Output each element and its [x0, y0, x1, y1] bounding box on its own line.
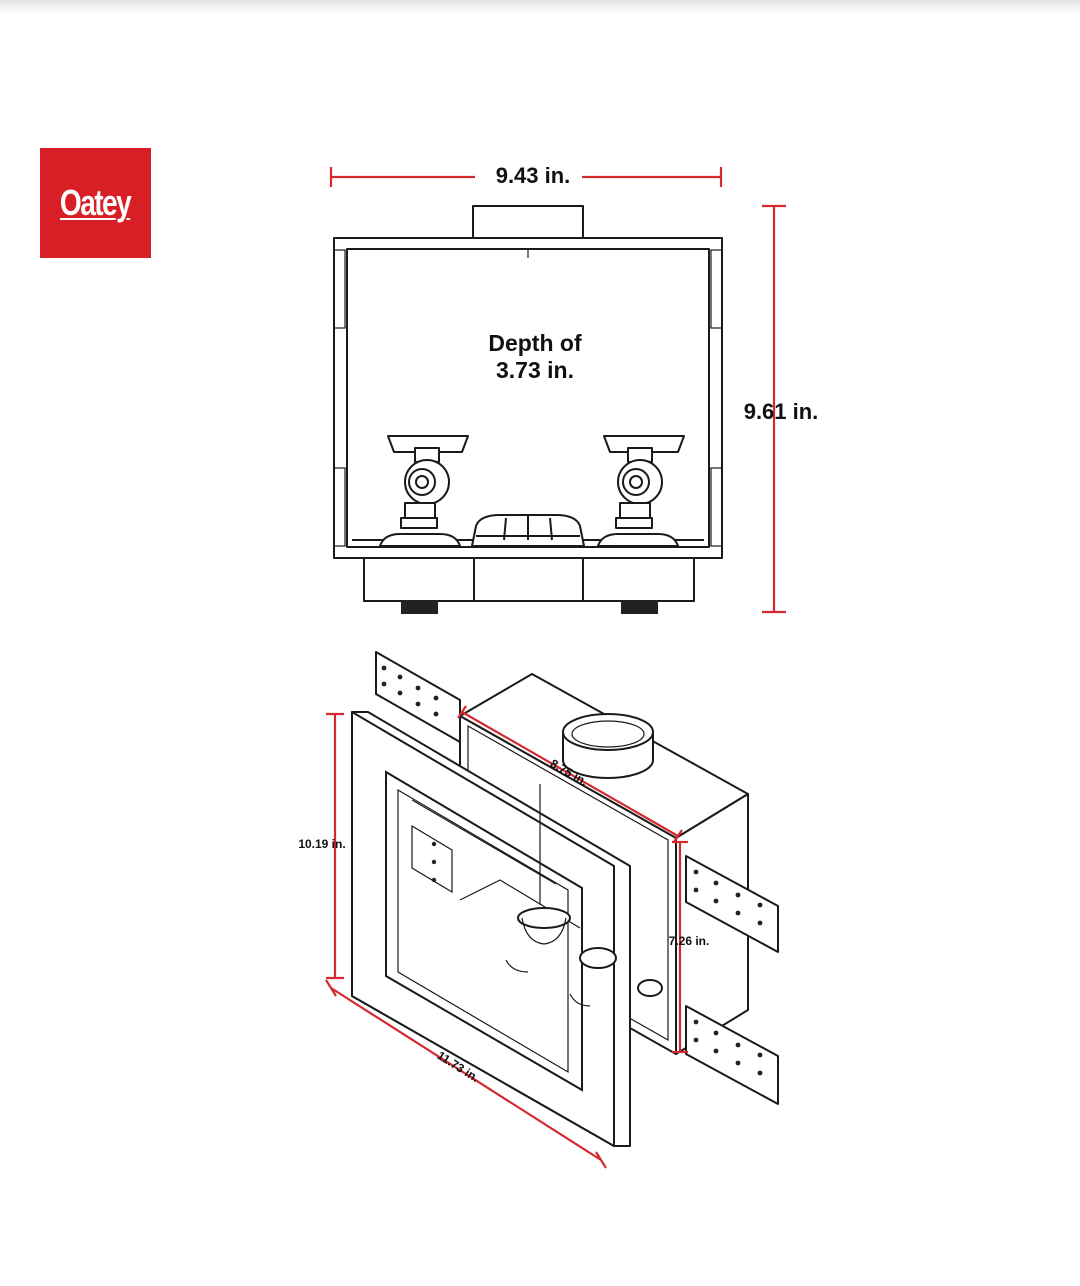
- frame-height-label: 10.19 in.: [298, 837, 345, 851]
- trim-frame: [351, 711, 663, 1147]
- right-valve: [597, 435, 685, 547]
- depth-label-line2: 3.73 in.: [496, 357, 574, 383]
- bottom-lip: [363, 554, 695, 602]
- bracket-left-bottom: [333, 467, 346, 547]
- left-connector: [401, 600, 438, 614]
- box-width-dimension: [457, 705, 683, 843]
- left-valve: [379, 435, 469, 547]
- right-connector: [621, 600, 658, 614]
- height-dimension: [762, 204, 786, 614]
- bracket-left-top: [333, 249, 346, 329]
- strap-right-top: [685, 855, 779, 953]
- box-drain-ring: [562, 713, 654, 779]
- frame-height-dimension: [326, 712, 344, 980]
- width-label: 9.43 in.: [496, 163, 571, 188]
- bracket-right-top: [710, 249, 723, 329]
- outer-flange: [333, 237, 723, 559]
- depth-label-line1: Depth of: [488, 330, 582, 356]
- strap-right-bottom: [685, 1005, 779, 1105]
- width-dimension: [329, 167, 723, 187]
- logo-text: Oatey: [60, 182, 132, 223]
- box-height-label: 7.26 in.: [669, 934, 710, 948]
- drain-pipe-top: [472, 205, 584, 240]
- drain-grate: [471, 514, 585, 547]
- front-view-box: [333, 205, 723, 614]
- box-height-dimension: [672, 840, 688, 1054]
- height-label: 9.61 in.: [744, 399, 819, 424]
- oatey-logo: Oatey: [40, 148, 151, 258]
- frame-width-dimension: [325, 979, 607, 1169]
- top-shadow: [0, 0, 1080, 14]
- bracket-right-bottom: [710, 467, 723, 547]
